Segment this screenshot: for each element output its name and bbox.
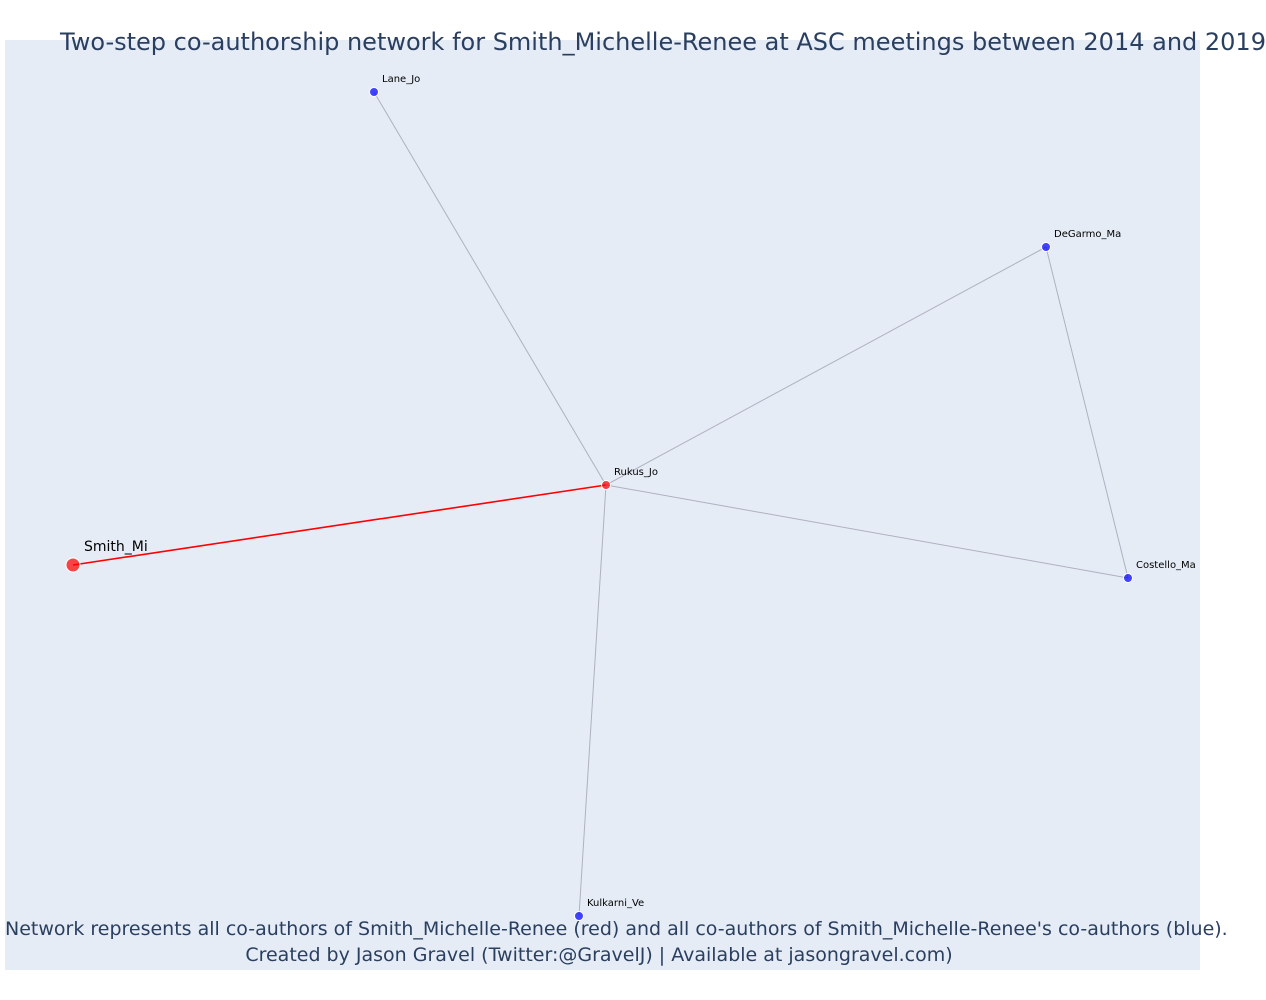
edge-Rukus_Jo-Kulkarni_Ve — [578, 484, 607, 917]
node-label-DeGarmo_Ma: DeGarmo_Ma — [1054, 229, 1121, 240]
network-diagram: Smith_Mi Rukus_Jo Lane_JoDeGarmo_MaCostell… — [65, 74, 1196, 921]
edge-DeGarmo_Ma-Costello_Ma — [1045, 246, 1129, 579]
footer-credit: Created by Jason Gravel (Twitter:@Gravel… — [245, 944, 953, 966]
node-Rukus_Jo[interactable] — [601, 480, 611, 490]
edge-Smith_Mi-Rukus_Jo — [72, 484, 607, 566]
node-Kulkarni_Ve[interactable] — [574, 911, 584, 921]
figure-title: Two-step co-authorship network for Smith… — [60, 28, 1266, 56]
node-label-Kulkarni_Ve: Kulkarni_Ve — [587, 898, 644, 909]
node-label-Costello_Ma: Costello_Ma — [1136, 560, 1196, 571]
node-label-Rukus_Jo: Rukus_Jo — [614, 467, 658, 478]
edge-Rukus_Jo-Lane_Jo — [373, 91, 607, 486]
figure: Two-step co-authorship network for Smith… — [5, 28, 1266, 970]
edge-Rukus_Jo-Costello_Ma — [605, 484, 1129, 579]
node-DeGarmo_Ma[interactable] — [1041, 242, 1051, 252]
node-label-Smith_Mi: Smith_Mi — [84, 539, 148, 555]
node-Costello_Ma[interactable] — [1123, 573, 1133, 583]
edge-Rukus_Jo-DeGarmo_Ma — [605, 246, 1047, 486]
node-Lane_Jo[interactable] — [369, 87, 379, 97]
plot-area — [5, 40, 1200, 970]
node-Smith_Mi[interactable] — [65, 557, 81, 573]
footer-caption: Network represents all co-authors of Smi… — [5, 918, 1228, 940]
node-label-Lane_Jo: Lane_Jo — [382, 74, 420, 85]
